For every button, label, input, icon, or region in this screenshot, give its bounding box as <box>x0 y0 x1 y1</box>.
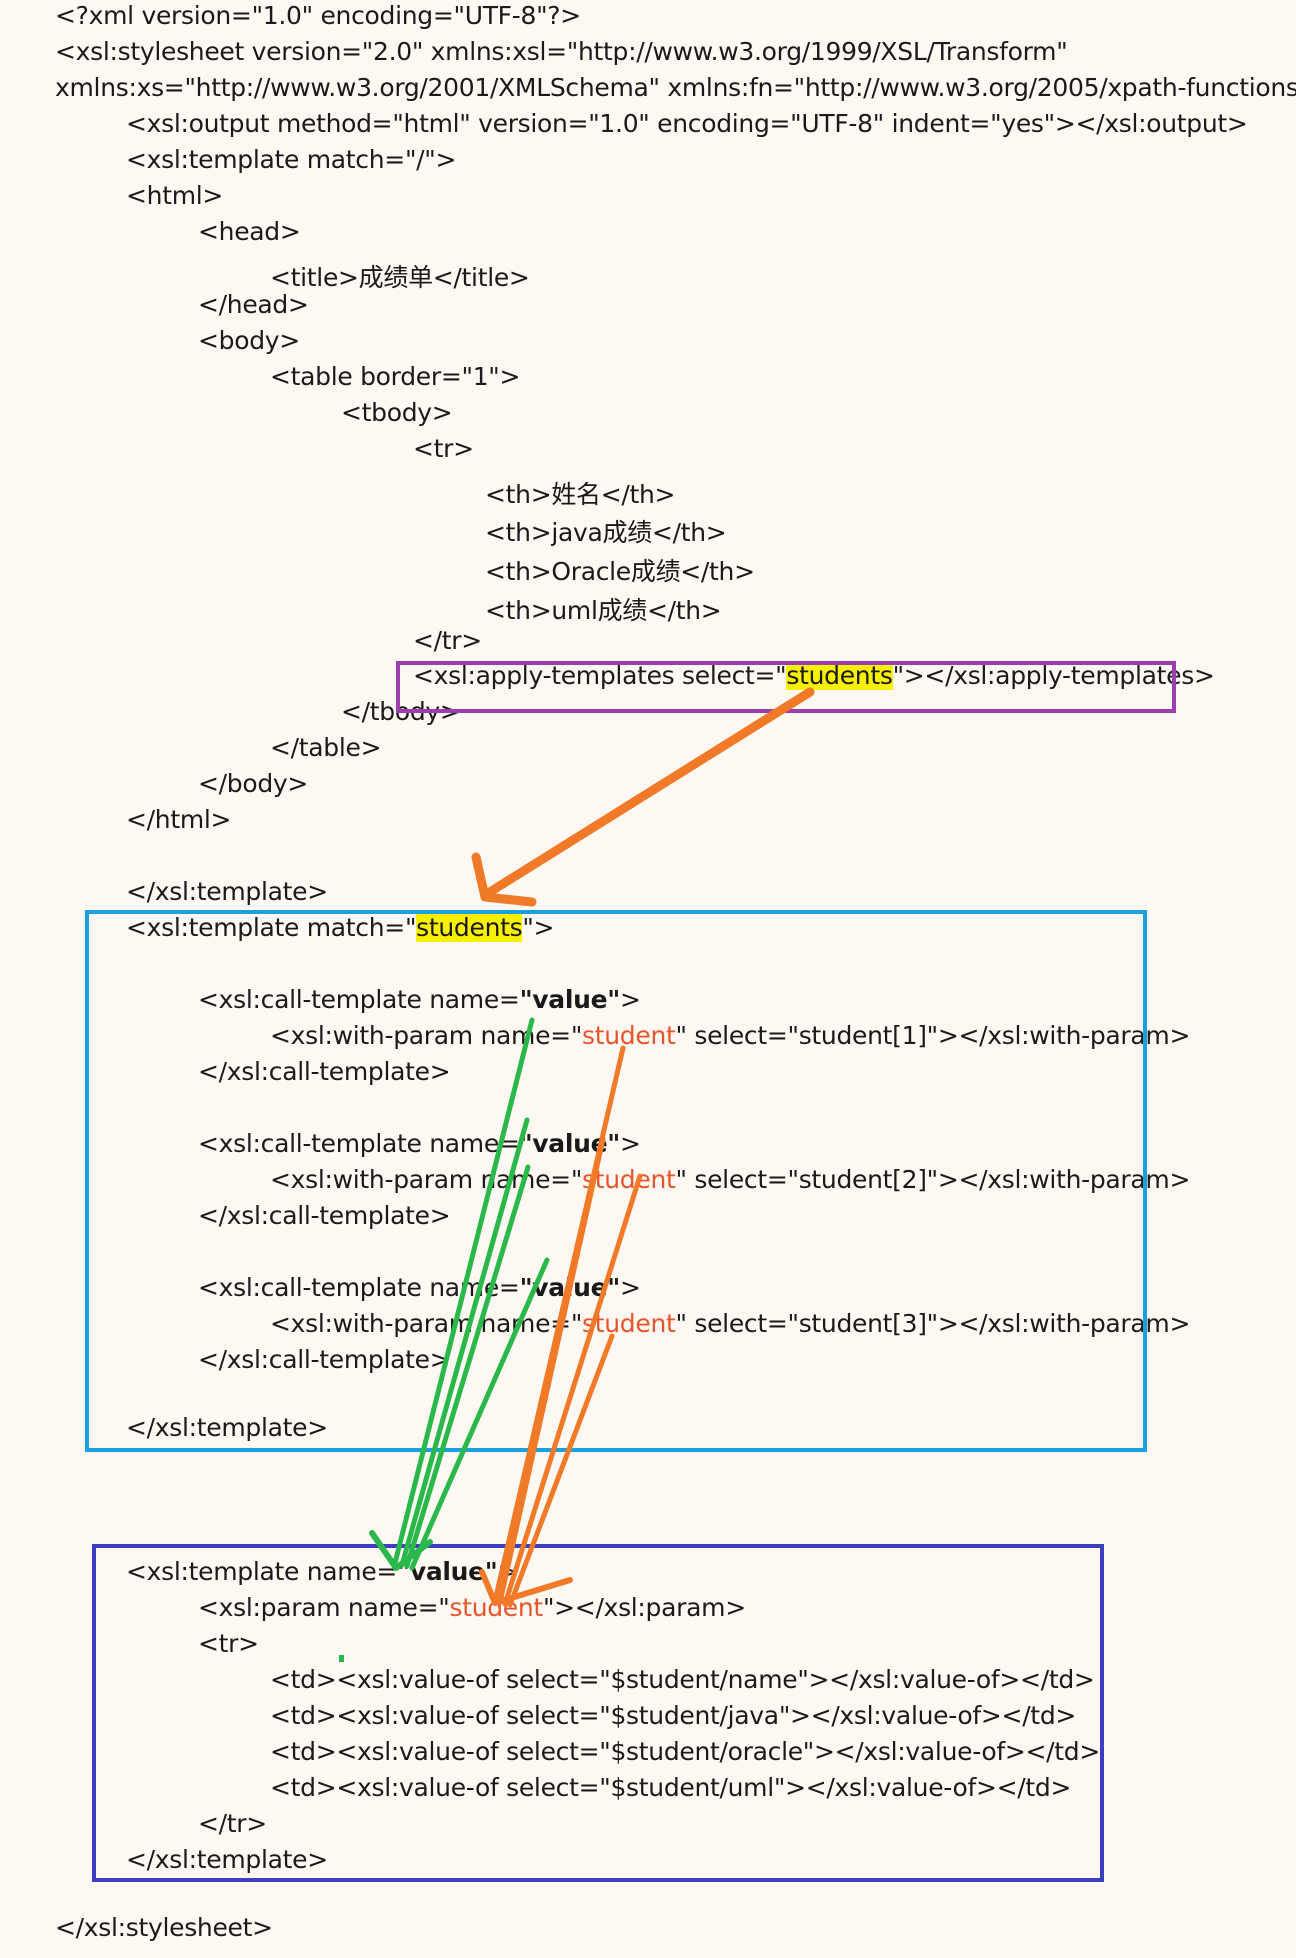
students-template-close: </xsl:template> <box>126 1413 328 1442</box>
param-declaration: <xsl:param name="student"></xsl:param> <box>198 1593 746 1622</box>
value-template-close: </xsl:template> <box>126 1845 328 1874</box>
students-template-open: <xsl:template match="students"> <box>126 913 555 942</box>
value-template-box <box>92 1544 1104 1882</box>
apply-templates-box <box>396 661 1176 713</box>
head-close: </head> <box>198 290 309 319</box>
xml-declaration: <?xml version="1.0" encoding="UTF-8"?> <box>55 1 581 30</box>
row-tr-open: <tr> <box>198 1629 259 1658</box>
td-java: <td><xsl:value-of select="$student/java"… <box>270 1701 1077 1730</box>
value-template-open: <xsl:template name="value"> <box>126 1557 519 1586</box>
th-java: <th>java成绩</th> <box>485 518 727 547</box>
td-oracle: <td><xsl:value-of select="$student/oracl… <box>270 1737 1101 1766</box>
table-close: </table> <box>270 733 382 762</box>
students-highlight: students <box>416 913 523 942</box>
td-uml: <td><xsl:value-of select="$student/uml">… <box>270 1773 1072 1802</box>
th-oracle: <th>Oracle成绩</th> <box>485 557 755 586</box>
html-open: <html> <box>126 181 224 210</box>
body-close: </body> <box>198 769 309 798</box>
stylesheet-open: <xsl:stylesheet version="2.0" xmlns:xsl=… <box>55 37 1068 66</box>
students-template-box <box>85 910 1147 1452</box>
tr-close: </tr> <box>413 626 482 655</box>
body-open: <body> <box>198 326 300 355</box>
stylesheet-namespaces: xmlns:xs="http://www.w3.org/2001/XMLSche… <box>55 73 1296 102</box>
title-line: <title>成绩单</title> <box>270 263 530 292</box>
root-template-close: </xsl:template> <box>126 877 328 906</box>
row-tr-close: </tr> <box>198 1809 267 1838</box>
root-template-open: <xsl:template match="/"> <box>126 145 457 174</box>
apply-templates-line: <xsl:apply-templates select="students"><… <box>413 661 1215 690</box>
html-close: </html> <box>126 805 232 834</box>
call-template-1: <xsl:call-template name="value"> <box>198 985 641 1014</box>
th-name: <th>姓名</th> <box>485 480 676 509</box>
tr-open: <tr> <box>413 434 474 463</box>
tbody-open: <tbody> <box>341 398 453 427</box>
th-uml: <th>uml成绩</th> <box>485 596 722 625</box>
students-highlight: students <box>786 661 893 690</box>
td-name: <td><xsl:value-of select="$student/name"… <box>270 1665 1095 1694</box>
output-declaration: <xsl:output method="html" version="1.0" … <box>126 109 1248 138</box>
table-open: <table border="1"> <box>270 362 521 391</box>
stylesheet-close: </xsl:stylesheet> <box>55 1913 273 1942</box>
head-open: <head> <box>198 217 301 246</box>
